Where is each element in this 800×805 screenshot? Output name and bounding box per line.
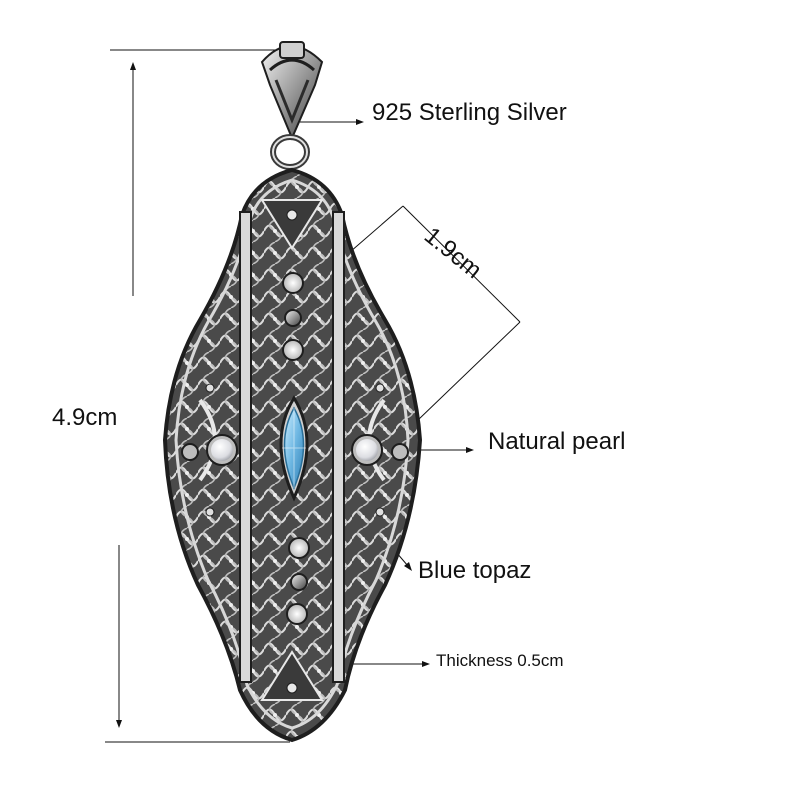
white-stone <box>286 603 308 625</box>
width-line <box>402 205 521 323</box>
width-tick-left <box>349 205 404 253</box>
material-label: 925 Sterling Silver <box>372 99 567 126</box>
height-label: 4.9cm <box>52 404 118 431</box>
pearl-label: Natural pearl <box>488 428 626 455</box>
silver-bead <box>290 573 308 591</box>
thickness-arrow <box>422 661 430 667</box>
pendant-stones <box>206 272 383 625</box>
silver-arrow <box>356 119 364 125</box>
pearl-right <box>356 439 378 461</box>
white-stone <box>282 339 304 361</box>
width-tick-right <box>417 321 521 421</box>
white-stone <box>282 272 304 294</box>
topaz-label: Blue topaz <box>418 557 532 584</box>
thickness-label: Thickness 0.5cm <box>436 651 564 670</box>
pearl-left <box>211 439 233 461</box>
topaz-arrow <box>404 562 412 571</box>
silver-bead <box>284 309 302 327</box>
white-stone <box>288 537 310 559</box>
height-arrow-up <box>130 62 136 70</box>
pearl-arrow <box>466 447 474 453</box>
height-arrow-down <box>116 720 122 728</box>
pendant-bail <box>260 41 324 170</box>
